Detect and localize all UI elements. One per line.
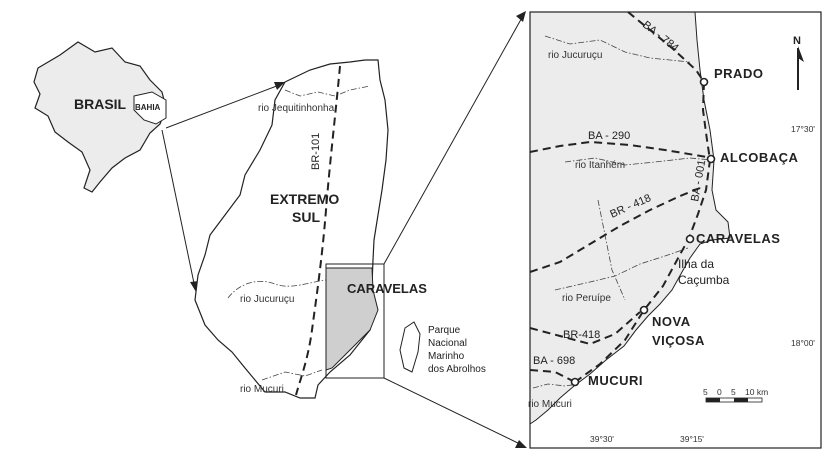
island-label-1: Ilha da bbox=[678, 257, 714, 271]
brazil-outline bbox=[33, 41, 167, 193]
ba-784-road bbox=[627, 11, 705, 83]
rio-itanhem-line bbox=[564, 157, 713, 166]
detail-map: rio Jucuruçu BA - 784 PRADO BA - 290 rio… bbox=[528, 11, 822, 449]
bahia-label: BAHIA bbox=[135, 103, 161, 112]
extremo-sul-region: BR-101 rio Jequitinhonha EXTREMO SUL rio… bbox=[194, 59, 427, 399]
rio-jucurucu-right-label: rio Jucuruçu bbox=[548, 50, 602, 61]
lat-1800-label: 18°00' bbox=[791, 338, 815, 348]
br-418-south-label: BR-418 bbox=[563, 329, 600, 341]
lon-3930-label: 39°30' bbox=[590, 434, 614, 444]
rio-mucuri-left-label: rio Mucuri bbox=[240, 384, 284, 395]
ba-698-road bbox=[529, 369, 576, 383]
prado-marker bbox=[699, 77, 709, 87]
rio-mucuri-line bbox=[261, 369, 323, 381]
north-arrow-icon bbox=[797, 48, 799, 90]
island-label-2: Caçumba bbox=[678, 273, 730, 287]
abrolhos-outline bbox=[399, 321, 421, 373]
caravelas-region-label: CARAVELAS bbox=[347, 281, 427, 296]
rio-jucurucu-line bbox=[227, 279, 327, 299]
alcobaca-label: ALCOBAÇA bbox=[720, 150, 798, 165]
caravelas-label: CARAVELAS bbox=[696, 231, 780, 246]
caravelas-highlight bbox=[325, 267, 379, 371]
rio-jequitinhonha-label: rio Jequitinhonha bbox=[258, 103, 335, 114]
extremo-label-2: SUL bbox=[292, 209, 320, 225]
br-101-label: BR-101 bbox=[310, 133, 322, 170]
abrolhos-park: Parque Nacional Marinho dos Abrolhos bbox=[399, 321, 486, 375]
lon-3915-label: 39°15' bbox=[680, 434, 704, 444]
rio-mucuri-right-line bbox=[532, 383, 579, 389]
prado-label: PRADO bbox=[714, 66, 763, 81]
ba-290-label: BA - 290 bbox=[588, 130, 630, 142]
scale-t0: 5 bbox=[703, 387, 708, 397]
nova-vicosa-marker bbox=[639, 305, 649, 315]
rio-itanhem-label: rio Itanhém bbox=[575, 160, 625, 171]
rio-jequitinhonha-line bbox=[284, 85, 371, 97]
br-101-road bbox=[295, 65, 341, 396]
scale-t2: 5 bbox=[731, 387, 736, 397]
mucuri-marker bbox=[570, 377, 580, 387]
scale-bar: 5 0 5 10 km bbox=[703, 387, 768, 403]
bahia-outline bbox=[133, 91, 167, 125]
north-label: N bbox=[793, 35, 801, 47]
detail-land bbox=[529, 11, 731, 425]
br-418-north-road bbox=[529, 187, 701, 273]
nova-vicosa-label-1: NOVA bbox=[652, 314, 691, 329]
park-label-1: Parque bbox=[428, 325, 461, 336]
detail-frame bbox=[529, 11, 822, 449]
brazil-inset: BRASIL BAHIA bbox=[33, 41, 167, 193]
extremo-label-1: EXTREMO bbox=[270, 191, 339, 207]
rio-jucurucu-left-label: rio Jucuruçu bbox=[240, 294, 294, 305]
park-label-4: dos Abrolhos bbox=[428, 364, 486, 375]
ba-290-road bbox=[529, 140, 713, 159]
br-418-south-road bbox=[529, 311, 641, 346]
nova-vicosa-label-2: VIÇOSA bbox=[652, 333, 705, 348]
scale-t1: 0 bbox=[717, 387, 722, 397]
caravelas-zoom-box bbox=[325, 263, 385, 379]
park-label-2: Nacional bbox=[428, 338, 467, 349]
caravelas-marker bbox=[685, 234, 695, 244]
mucuri-label: MUCURI bbox=[588, 373, 643, 388]
rio-peruipe-label: rio Peruípe bbox=[562, 293, 611, 304]
rio-mucuri-right-label: rio Mucuri bbox=[528, 399, 572, 410]
ba-698-label: BA - 698 bbox=[533, 355, 575, 367]
lat-1730-label: 17°30' bbox=[791, 124, 815, 134]
alcobaca-marker bbox=[706, 154, 716, 164]
park-label-3: Marinho bbox=[428, 351, 465, 362]
rio-peruipe-line bbox=[554, 247, 689, 291]
zoom-connector bbox=[383, 11, 527, 448]
scale-t3: 10 km bbox=[745, 387, 768, 397]
brasil-label: BRASIL bbox=[74, 96, 127, 112]
north-arrow: N bbox=[793, 35, 804, 90]
rio-jucurucu-right-line bbox=[544, 35, 691, 63]
